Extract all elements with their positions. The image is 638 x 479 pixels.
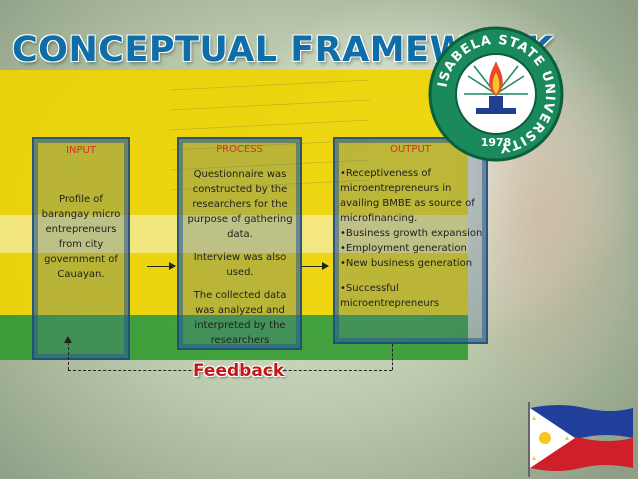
process-line: The collected data <box>194 290 287 301</box>
process-paragraph: Questionnaire was constructed by the res… <box>180 167 300 242</box>
philippine-flag-icon <box>525 402 635 477</box>
output-line: •Receptiveness of <box>340 166 485 181</box>
input-line: Profile of <box>32 192 130 207</box>
output-line: availing BMBE as source of <box>340 196 485 211</box>
process-paragraph: The collected data was analyzed and inte… <box>180 288 300 348</box>
output-line: microentrepreneurs <box>340 296 485 311</box>
output-line: microentrepreneurs in <box>340 181 485 196</box>
process-line: researchers <box>211 335 270 346</box>
output-line: •Business growth expansion <box>340 226 485 241</box>
process-line: interpreted by the <box>194 320 285 331</box>
output-body: •Receptiveness of microentrepreneurs in … <box>340 166 485 311</box>
arrow-input-to-process <box>147 266 175 267</box>
input-line: from city <box>32 237 130 252</box>
process-line: Questionnaire was <box>194 169 287 180</box>
feedback-label: Feedback <box>193 361 284 381</box>
output-line: •Successful <box>340 281 485 296</box>
process-line: was analyzed and <box>195 305 285 316</box>
input-heading: INPUT <box>32 145 130 156</box>
process-line: used. <box>226 267 253 278</box>
feedback-arrow-head <box>64 336 72 343</box>
input-line: government of <box>32 252 130 267</box>
process-line: data. <box>227 229 253 240</box>
output-line: •New business generation <box>340 256 485 271</box>
process-line: constructed by the <box>193 184 288 195</box>
output-line: •Employment generation <box>340 241 485 256</box>
feedback-line-left <box>68 342 69 370</box>
input-line: Cauayan. <box>32 267 130 282</box>
process-heading: PROCESS <box>177 144 302 155</box>
output-line: microfinancing. <box>340 211 485 226</box>
arrow-process-to-output <box>301 266 328 267</box>
process-line: researchers for the <box>192 199 287 210</box>
university-seal-logo: ISABELA STATE UNIVERSITY 1978 <box>426 24 566 164</box>
process-line: purpose of gathering <box>187 214 292 225</box>
process-body: Questionnaire was constructed by the res… <box>180 167 300 356</box>
process-paragraph: Interview was also used. <box>180 250 300 280</box>
process-line: Interview was also <box>194 252 287 263</box>
input-body: Profile of barangay micro entrepreneurs … <box>32 192 130 282</box>
seal-year: 1978 <box>481 136 512 149</box>
feedback-line-right <box>392 344 393 370</box>
input-line: barangay micro <box>32 207 130 222</box>
output-line <box>340 271 485 281</box>
input-line: entrepreneurs <box>32 222 130 237</box>
